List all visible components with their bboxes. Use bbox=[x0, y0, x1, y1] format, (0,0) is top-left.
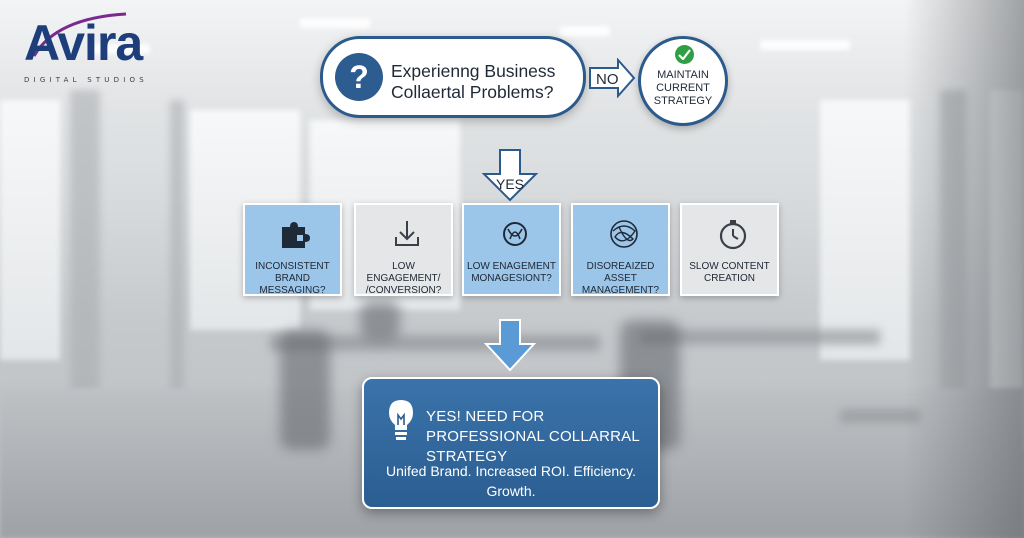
problem-card-slow-content: SLOW CONTENT CREATION bbox=[680, 203, 779, 296]
scribble-ball-icon bbox=[610, 220, 638, 248]
no-arrow-icon bbox=[589, 58, 636, 98]
no-label: NO bbox=[596, 71, 619, 88]
maintain-strategy-text: MAINTAIN CURRENT STRATEGY bbox=[653, 69, 713, 107]
problem-label: INCONSISTENT BRAND MESSAGING? bbox=[255, 261, 330, 296]
check-icon bbox=[675, 45, 694, 64]
yes-arrow-icon bbox=[481, 149, 539, 202]
puzzle-icon bbox=[282, 222, 310, 248]
problem-card-engagement-management: LOW ENAGEMENT MONAGESIONT? bbox=[462, 203, 561, 296]
maintain-strategy-circle: MAINTAIN CURRENT STRATEGY bbox=[638, 36, 728, 126]
solution-benefits: Unifed Brand. Increased ROI. Efficiency.… bbox=[385, 463, 637, 499]
down-arrow-icon bbox=[484, 319, 536, 372]
logo-swoosh-icon bbox=[32, 12, 127, 57]
question-box: ? Experienng Business Collaertal Problem… bbox=[320, 36, 586, 118]
brand-logo: Avira DIGITAL STUDIOS bbox=[16, 10, 176, 86]
problem-label: LOW ENAGEMENT MONAGESIONT? bbox=[467, 261, 556, 284]
logo-subtitle: DIGITAL STUDIOS bbox=[24, 76, 148, 84]
logo-wordmark: Avira bbox=[24, 15, 143, 71]
problem-card-brand-messaging: INCONSISTENT BRAND MESSAGING? bbox=[243, 203, 342, 296]
tangled-icon bbox=[503, 222, 527, 246]
problem-label: LOW ENGAGEMENT/ /CONVERSION? bbox=[365, 261, 442, 296]
download-arrow-icon bbox=[395, 221, 419, 246]
solution-title: YES! NEED FOR PROFESSIONAL COLLARRAL STR… bbox=[426, 408, 640, 465]
stopwatch-icon bbox=[719, 220, 747, 250]
question-icon: ? bbox=[335, 53, 383, 101]
solution-box: YES! NEED FOR PROFESSIONAL COLLARRAL STR… bbox=[362, 377, 660, 509]
problem-card-engagement-conversion: LOW ENGAGEMENT/ /CONVERSION? bbox=[354, 203, 453, 296]
yes-label: YES bbox=[496, 176, 525, 192]
question-text: Experienng Business Collaertal Problems? bbox=[391, 61, 556, 102]
problem-card-asset-management: DISOREAIZED ASSET MANAGEMENT? bbox=[571, 203, 670, 296]
lightbulb-icon bbox=[389, 400, 413, 440]
problem-label: DISOREAIZED ASSET MANAGEMENT? bbox=[581, 261, 660, 296]
problem-label: SLOW CONTENT CREATION bbox=[689, 261, 770, 284]
